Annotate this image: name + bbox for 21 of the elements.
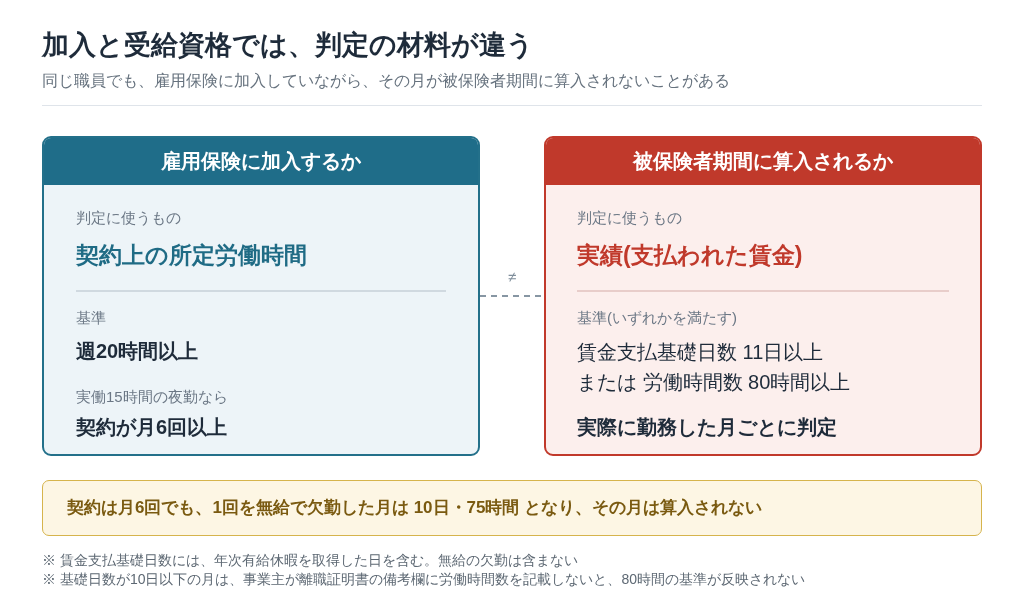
section-label: 実働15時間の夜勤なら <box>76 387 228 407</box>
section-label: 基準 <box>76 308 106 328</box>
section-label: 基準(いずれかを満たす) <box>577 308 737 328</box>
subtitle: 同じ職員でも、雇用保険に加入していながら、その月が被保険者期間に算入されないことがある <box>42 71 730 91</box>
footnote: ※ 賃金支払基礎日数には、年次有給休暇を取得した日を含む。無給の欠勤は含まない <box>42 551 578 570</box>
criterion-text: または 労働時間数 80時間以上 <box>577 370 851 395</box>
card-header: 雇用保険に加入するか <box>44 138 478 185</box>
card-header: 被保険者期間に算入されるか <box>546 138 980 185</box>
title: 加入と受給資格では、判定の材料が違う <box>42 29 534 62</box>
comparison-card <box>42 136 480 456</box>
criterion-text: 賃金支払基礎日数 11日以上 <box>577 340 824 365</box>
note-box: 契約は月6回でも、1回を無給で欠勤した月は 10日・75時間 となり、その月は算入されない <box>42 480 982 536</box>
comparison-card <box>544 136 982 456</box>
criterion-text: 契約が月6回以上 <box>76 415 228 440</box>
criterion-text: 実際に勤務した月ごとに判定 <box>577 415 837 440</box>
section-label: 判定に使うもの <box>577 208 682 228</box>
key-phrase: 契約上の所定労働時間 <box>76 241 307 270</box>
key-phrase: 実績(支払われた賃金) <box>577 241 803 270</box>
criterion-text: 週20時間以上 <box>76 339 199 364</box>
section-label: 判定に使うもの <box>76 208 181 228</box>
footnote: ※ 基礎日数が10日以下の月は、事業主が離職証明書の備考欄に労働時間数を記載しないと、80時間の基準が反映されない <box>42 570 806 589</box>
